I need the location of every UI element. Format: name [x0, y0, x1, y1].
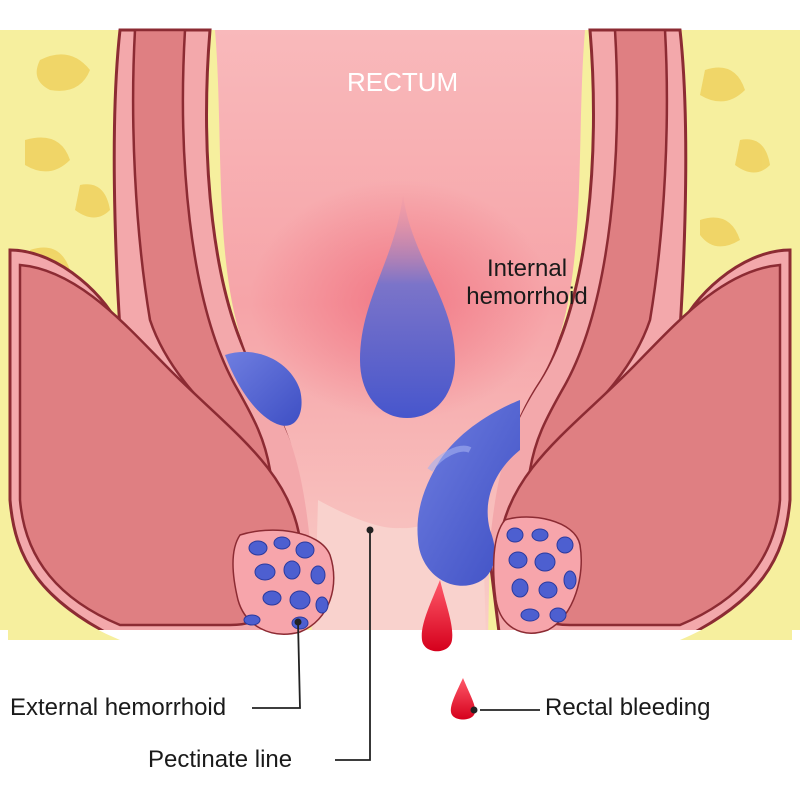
rectum-label: RECTUM [347, 67, 459, 97]
fat-blobs [25, 54, 775, 348]
pectinate-leader-dot [366, 526, 374, 534]
prolapsed-hemorrhoid [417, 400, 520, 586]
external-hemorrhoid-label: External hemorrhoid [10, 694, 227, 721]
rectal-bleeding-label: Rectal bleeding [545, 694, 711, 721]
blood-drop-lower [450, 678, 476, 720]
internal-hemorrhoid-shape [360, 195, 455, 418]
external-leader-line [252, 621, 301, 709]
internal-hemorrhoid-label: Internal hemorrhoid [458, 255, 596, 310]
blood-drip-upper [421, 580, 453, 652]
external-hemorrhoid-right [492, 516, 582, 634]
internal-hemorrhoid-label-line2: hemorrhoid [466, 282, 588, 310]
internal-hemorrhoid-label-line1: Internal [486, 255, 568, 282]
external-leader-dot [294, 618, 302, 626]
pectinate-line-label: Pectinate line [148, 746, 293, 773]
lower-background [0, 630, 800, 800]
pectinate-leader-line [335, 530, 371, 761]
bleeding-leader-dot [470, 706, 478, 714]
external-hemorrhoid-left [232, 529, 335, 635]
left-internal-bulge [225, 351, 302, 426]
leader-lines [252, 530, 540, 761]
